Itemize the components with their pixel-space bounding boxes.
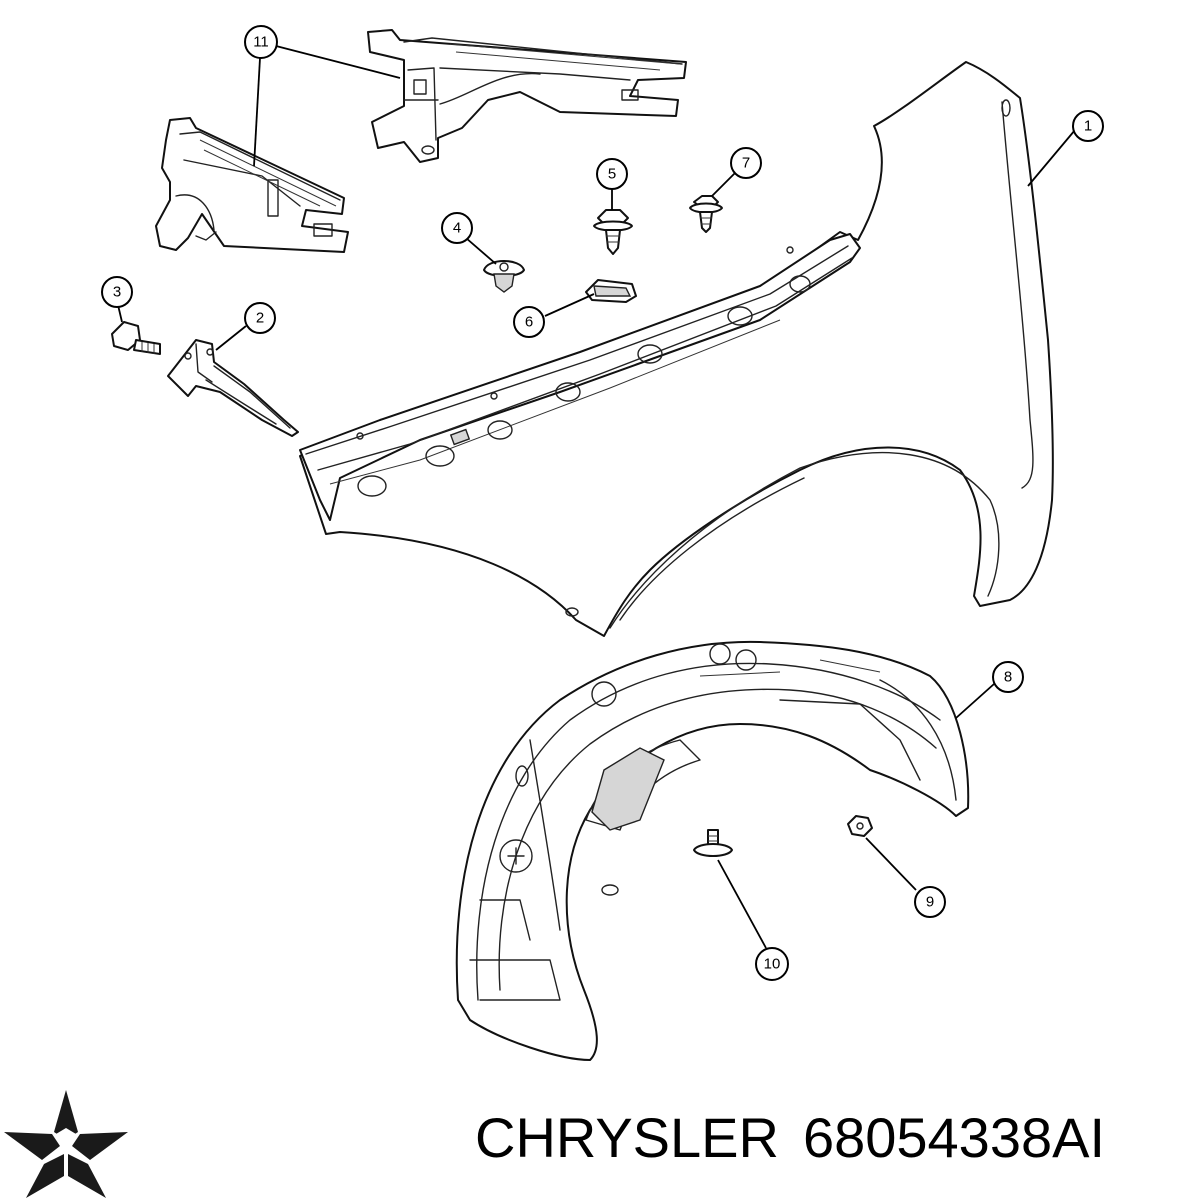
fender-top-flange [299, 233, 861, 521]
svg-text:7: 7 [742, 155, 750, 172]
svg-text:6: 6 [525, 314, 533, 331]
leader-8 [955, 683, 995, 719]
svg-text:10: 10 [764, 956, 781, 973]
leader-6 [544, 293, 595, 317]
leader-4 [465, 237, 497, 265]
leader-1 [1027, 129, 1076, 187]
callout-3: 3 [101, 276, 133, 308]
leader-11b [253, 57, 261, 167]
svg-text:9: 9 [926, 894, 934, 911]
part-number: 68054338AI [802, 1106, 1106, 1169]
pentastar-logo-icon [4, 1090, 128, 1198]
leader-7 [711, 171, 737, 197]
callout-4: 4 [441, 212, 473, 244]
screw-7 [689, 195, 723, 233]
callout-1: 1 [1072, 110, 1104, 142]
svg-text:11: 11 [253, 34, 269, 51]
callout-10: 10 [755, 947, 789, 981]
leader-9 [865, 837, 917, 891]
callout-8: 8 [992, 661, 1024, 693]
svg-text:3: 3 [113, 284, 121, 301]
flange-slots [356, 246, 811, 497]
svg-text:4: 4 [453, 220, 461, 237]
wheelhouse-liner [455, 640, 970, 1061]
svg-text:2: 2 [256, 310, 264, 327]
svg-text:8: 8 [1004, 669, 1012, 686]
screw-5 [593, 209, 633, 255]
brand-name: CHRYSLER [475, 1106, 779, 1169]
leader-2 [215, 325, 247, 351]
leader-10 [717, 859, 767, 949]
callout-7: 7 [730, 147, 762, 179]
callout-6: 6 [513, 306, 545, 338]
leader-lines [117, 45, 1076, 949]
callout-5: 5 [596, 158, 628, 190]
callout-2: 2 [244, 302, 276, 334]
hex-bolt [111, 321, 161, 355]
push-clip [483, 260, 525, 293]
nut-clip [585, 279, 637, 303]
part-caption: CHRYSLER 68054338AI [475, 1103, 1129, 1173]
liner-clip [847, 815, 873, 837]
callout-11: 11 [244, 25, 278, 59]
frame-rail-upper [367, 29, 687, 163]
svg-text:1: 1 [1084, 118, 1092, 135]
svg-text:5: 5 [608, 166, 616, 183]
leader-11a [275, 45, 401, 79]
push-pin [693, 829, 733, 857]
bracket [167, 339, 299, 437]
frame-rail-lower [155, 117, 349, 253]
callout-9: 9 [914, 886, 946, 918]
